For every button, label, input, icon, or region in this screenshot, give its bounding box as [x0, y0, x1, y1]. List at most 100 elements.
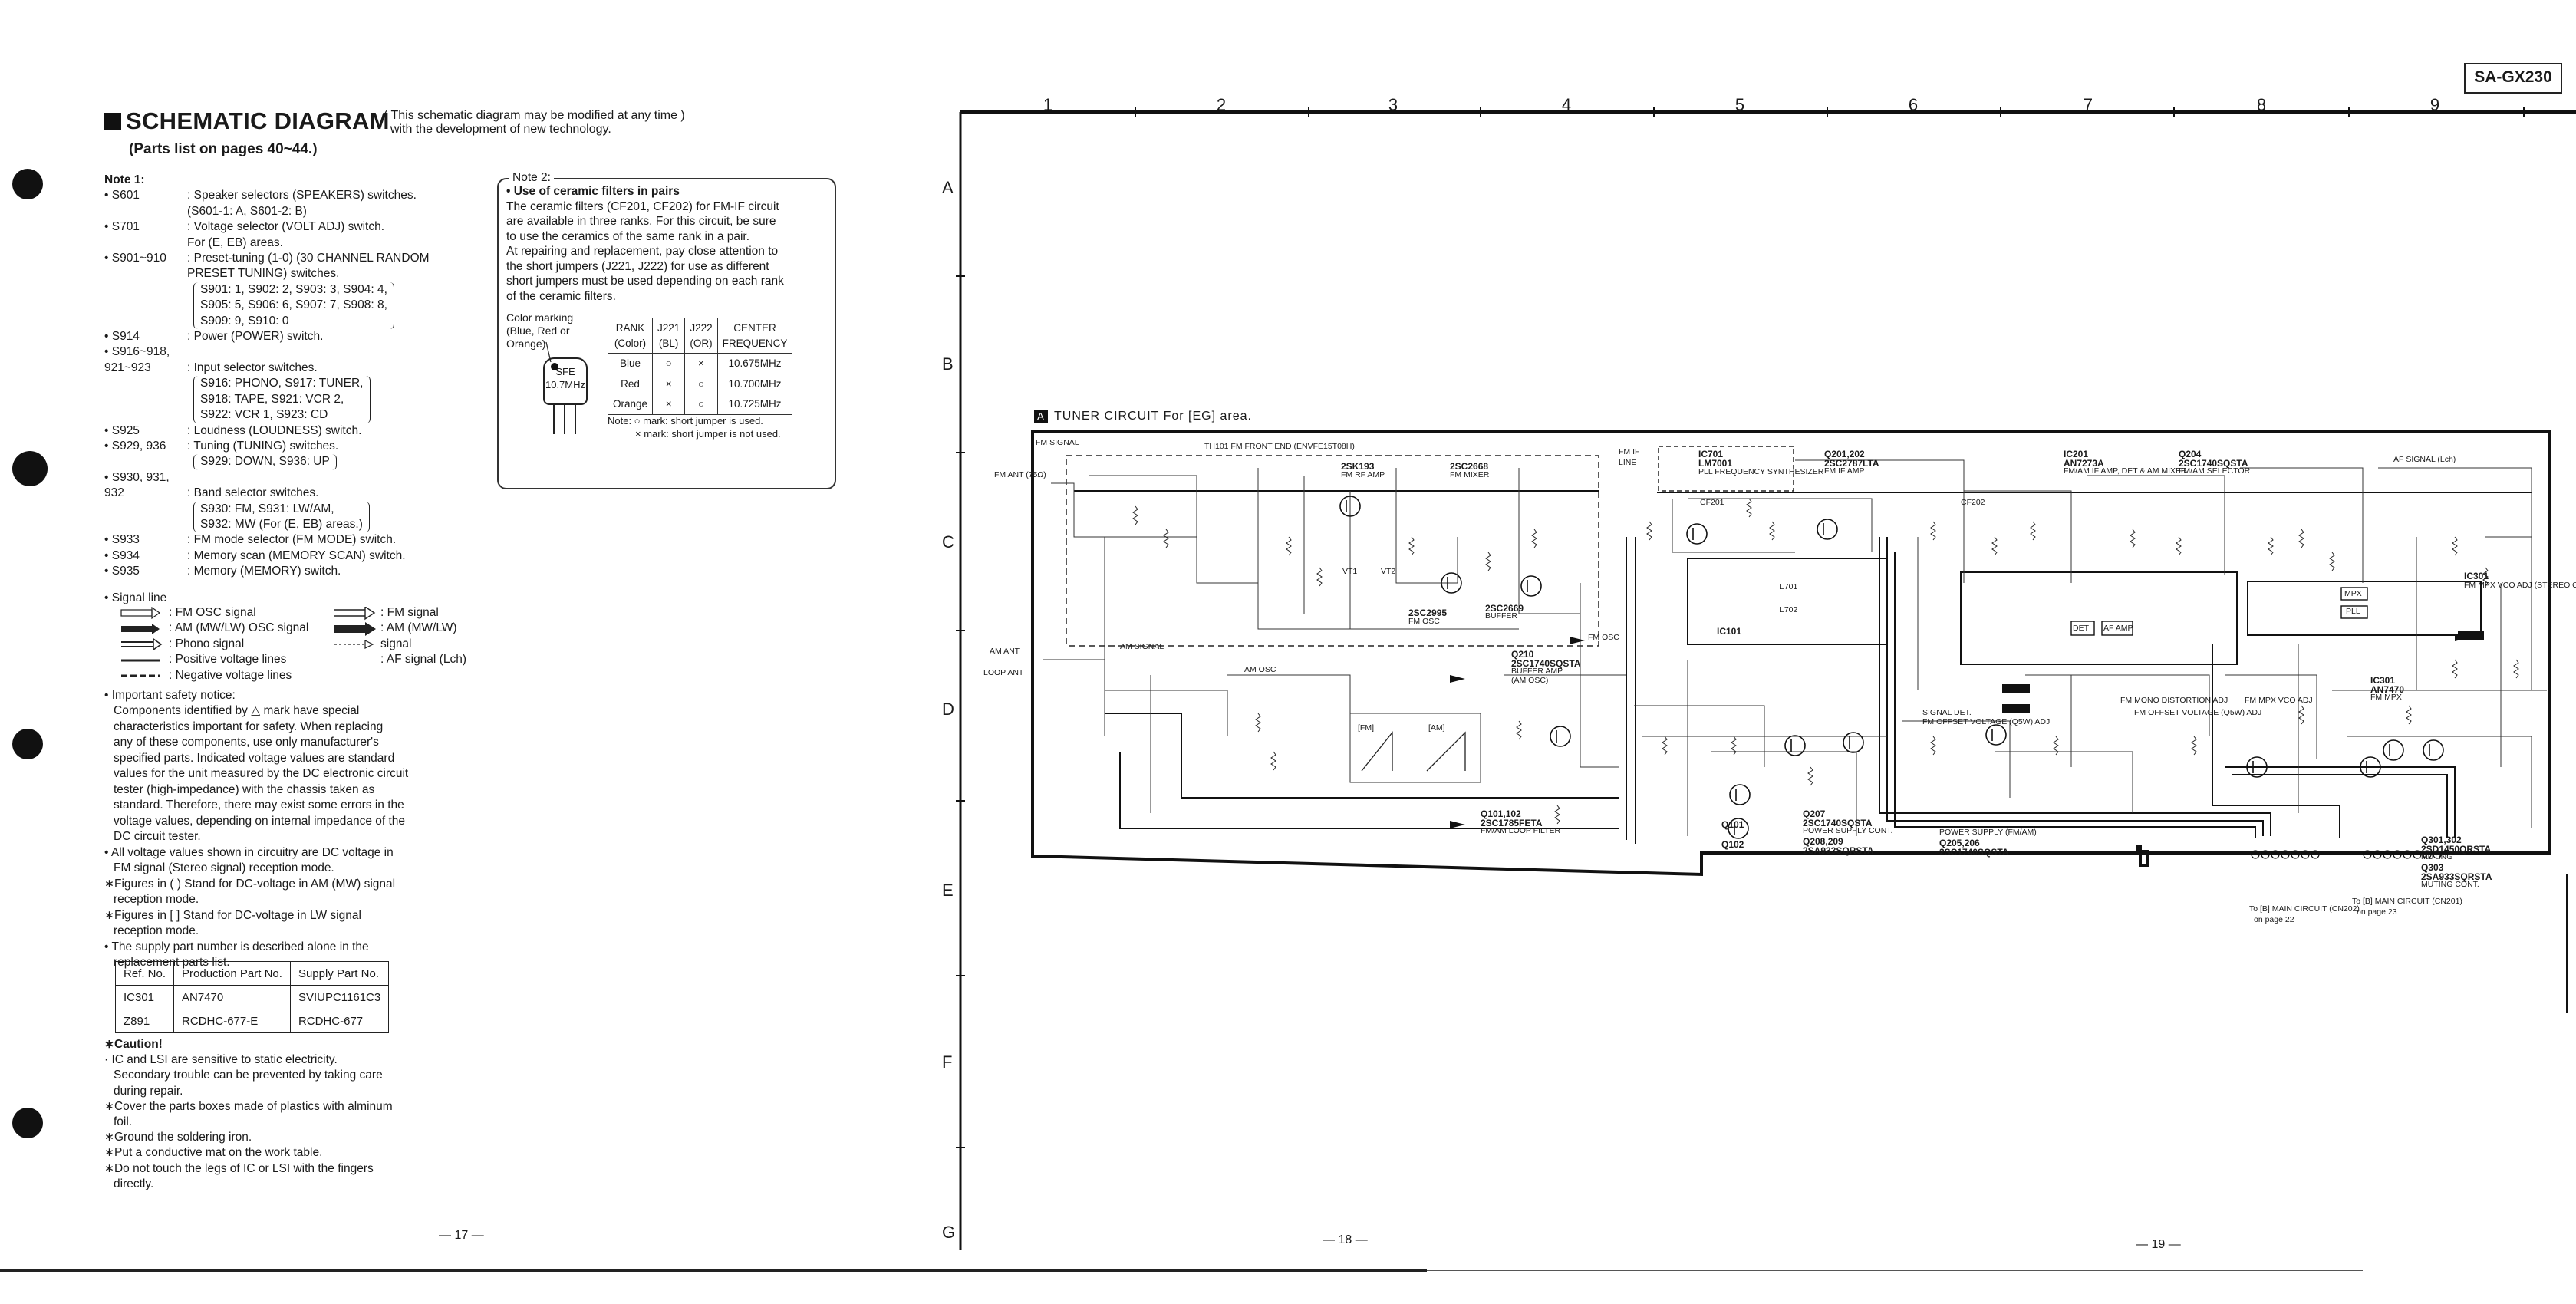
schematic-label: Q208,209 — [1803, 836, 1843, 847]
stereo-output-badge — [2458, 631, 2484, 640]
resistor-symbol — [1255, 713, 1261, 733]
note2-line: of the ceramic filters. — [506, 289, 616, 303]
safety-line: • Important safety notice: — [104, 688, 236, 702]
schematic-label: FM OFFSET VOLTAGE (Q5W) ADJ — [2134, 708, 2262, 717]
signal-line-label: : FM signal — [380, 605, 439, 619]
title-note-line-2: with the development of new technology. — [390, 123, 611, 136]
schematic-label: (AM OSC) — [1511, 676, 1549, 685]
schematic-label: AM SIGNAL — [1120, 642, 1164, 651]
resistor-symbol — [2452, 659, 2458, 679]
schematic-label: TH101 FM FRONT END (ENVFE15T08H) — [1204, 442, 1355, 451]
note1-block: Note 1: • S601: Speaker selectors (SPEAK… — [104, 173, 488, 580]
transistor-symbols — [1339, 496, 2444, 839]
caution-line: directly. — [114, 1177, 154, 1190]
schematic-label: LINE — [1619, 458, 1637, 467]
signal-line-label: : Negative voltage lines — [169, 668, 292, 682]
cf-header-text: CENTER — [733, 322, 776, 334]
cf-cell: 10.725MHz — [716, 394, 793, 415]
note1-item: • S934: Memory scan (MEMORY SCAN) switch… — [104, 548, 488, 564]
signal-line-label: : AM (MW/LW) OSC signal — [169, 621, 309, 634]
note1-item: • S930, 931, — [104, 470, 488, 486]
wire-trace — [1257, 468, 1519, 630]
note1-key: 932 — [104, 486, 124, 500]
note1-key: • S930, 931, — [104, 470, 170, 484]
note1-item: • S914: Power (POWER) switch. — [104, 329, 488, 344]
note1-item: • S701: Voltage selector (VOLT ADJ) swit… — [104, 219, 488, 251]
schematic-label: 2SC1740SQSTA — [2179, 458, 2248, 469]
cf-header-cell: J222(OR) — [684, 318, 718, 354]
schematic-label: Q102 — [1721, 839, 1744, 850]
note1-item: 921~923: Input selector switches.S916: P… — [104, 361, 488, 423]
resistor-symbol — [1485, 552, 1491, 571]
resistor-symbol — [2191, 736, 2197, 756]
note1-line: : Loudness (LOUDNESS) switch. — [187, 423, 362, 437]
safety-line: reception mode. — [114, 893, 199, 906]
cf-row: Blue○×10.675MHz — [607, 353, 793, 374]
note1-bracket-line: S901: 1, S902: 2, S903: 3, S904: 4, — [200, 282, 387, 296]
connector-pin — [2433, 850, 2442, 859]
jumper-note-line-2: × mark: short jumper is not used. — [635, 428, 781, 440]
wire-trace — [1395, 468, 1458, 584]
wire-trace — [1672, 499, 1795, 553]
caution-line: during repair. — [114, 1084, 183, 1098]
color-marking-line: (Blue, Red or — [506, 324, 570, 337]
resistor-symbol — [1516, 720, 1522, 740]
note1-item: • S935: Memory (MEMORY) switch. — [104, 564, 488, 579]
parts-header-cell: Supply Part No. — [289, 961, 390, 986]
parts-cell: Z891 — [114, 1009, 175, 1033]
page-title: SCHEMATIC DIAGRAM — [104, 107, 390, 135]
note1-bracket-line: S930: FM, S931: LW/AM, — [200, 502, 334, 515]
resistor-symbol — [1531, 529, 1537, 548]
wire-trace — [1634, 705, 1765, 767]
resistor-symbol — [1731, 736, 1737, 756]
note2-line: short jumpers must be used depending on … — [506, 275, 784, 288]
note1-value: : Power (POWER) switch. — [187, 329, 488, 344]
note1-line: : FM mode selector (FM MODE) switch. — [187, 533, 397, 547]
signal-line-label: : FM OSC signal — [169, 605, 256, 619]
resistor-symbol — [1132, 505, 1138, 525]
schematic-label: PLL — [2346, 607, 2360, 616]
grid-row-letter: G — [942, 1223, 956, 1242]
grid-row-letter: F — [942, 1052, 953, 1072]
model-number: SA-GX230 — [2464, 63, 2562, 94]
schematic-label: 2SC2787LTA — [1824, 458, 1879, 469]
note1-line: : Input selector switches. — [187, 361, 318, 374]
schematic-label: SIGNAL DET. — [1922, 708, 1972, 717]
note1-bracket-line: S929: DOWN, S936: UP — [200, 455, 330, 469]
caution-line: · IC and LSI are sensitive to static ele… — [104, 1053, 338, 1067]
note1-line: : Band selector switches. — [187, 486, 319, 500]
schematic-label: CF201 — [1700, 498, 1724, 507]
schematic-label: To [B] MAIN CIRCUIT (CN202) — [2249, 904, 2360, 914]
note1-key: • S701 — [104, 220, 140, 234]
mpx-block — [2340, 587, 2368, 601]
parts-header-cell: Production Part No. — [173, 961, 291, 986]
signal-arrow-1 — [1450, 675, 1465, 683]
fm-if-box — [1658, 446, 1794, 492]
schematic-label: IC301 — [2370, 675, 2396, 686]
schematic-label: FM SIGNAL — [1036, 438, 1079, 447]
resistor-symbol — [1646, 521, 1652, 541]
resistor-symbol — [1930, 521, 1936, 541]
schematic-label: LM7001 — [1698, 458, 1733, 469]
resistor-symbol — [2482, 567, 2489, 587]
cf-cell: Orange — [607, 394, 654, 415]
resistor-symbol — [1746, 498, 1752, 518]
af-amp-block — [2101, 621, 2133, 636]
schematic-label: 2SA933SQRSTA — [2421, 871, 2492, 882]
connector-pin — [2251, 850, 2260, 859]
schematic-label: POWER SUPPLY (FM/AM) — [1939, 828, 2037, 837]
note1-line: : Memory (MEMORY) switch. — [187, 565, 341, 578]
resistor-symbol — [2406, 705, 2412, 725]
caution-line: foil. — [114, 1115, 133, 1129]
front-end-module-box — [1066, 455, 1599, 647]
safety-line: • All voltage values shown in circuitry … — [104, 845, 394, 859]
note1-line: For (E, EB) areas. — [187, 235, 283, 249]
resistor-symbol — [1930, 736, 1936, 756]
schematic-label: L702 — [1780, 605, 1798, 614]
transistor-symbol — [1550, 726, 1571, 747]
safety-line: standard. Therefore, there may exist som… — [114, 799, 404, 812]
